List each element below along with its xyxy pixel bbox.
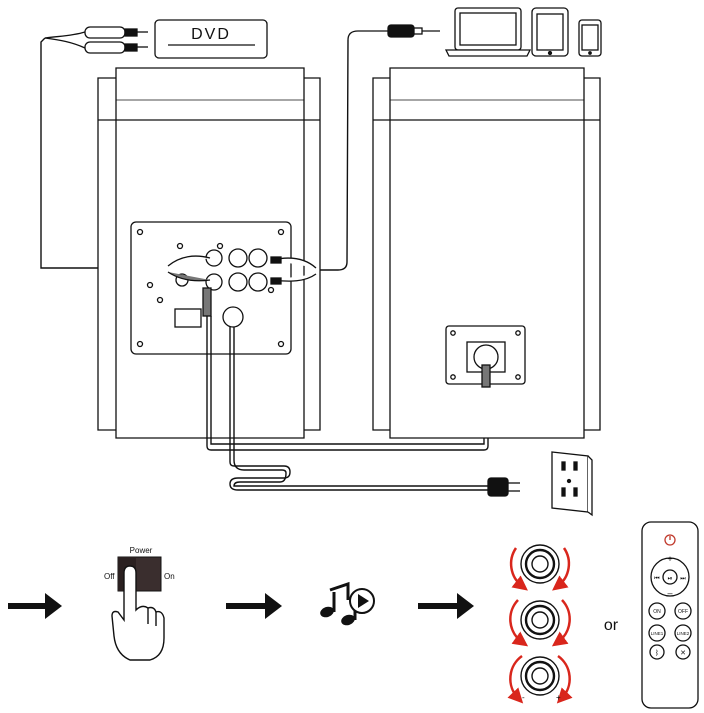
music-play-icon <box>320 581 375 626</box>
power-switch-off: Off <box>104 572 115 581</box>
mute-icon <box>675 644 691 660</box>
remote-off-button: OFF <box>678 609 688 615</box>
aux-plug-source <box>347 24 440 41</box>
left-rear-panel <box>130 221 317 355</box>
wall-outlet <box>551 451 593 517</box>
svg-text:–: – <box>667 588 672 598</box>
step-arrow-3 <box>418 593 474 619</box>
svg-text:ᛒ: ᛒ <box>655 649 659 657</box>
remote-control: + – ⏮ ⏭ ⏯ ᛒ ✕ ON OFF LINE1 LINE2 <box>641 521 699 709</box>
laptop-icon <box>444 7 532 57</box>
power-switch: Power Off On <box>104 546 175 592</box>
rca-plugs-source <box>44 26 148 54</box>
power-switch-on: On <box>164 572 175 581</box>
aux-cable <box>316 39 349 271</box>
step-arrow-2 <box>226 593 282 619</box>
hand-icon <box>111 565 165 661</box>
svg-text:⏭: ⏭ <box>680 576 686 582</box>
dvd-label: DVD <box>191 26 231 43</box>
right-rear-panel <box>445 325 526 388</box>
svg-text:⏮: ⏮ <box>654 576 660 582</box>
or-label: or <box>604 617 619 634</box>
tablet-icon <box>531 7 569 57</box>
volume-knob-2 <box>509 599 571 647</box>
remote-line1-button: LINE1 <box>651 631 664 636</box>
knob-plus-label: + <box>556 693 561 702</box>
phone-icon <box>578 19 602 57</box>
svg-text:+: + <box>667 554 672 564</box>
right-speaker <box>372 67 601 439</box>
svg-text:⏯: ⏯ <box>668 576 673 582</box>
svg-text:✕: ✕ <box>680 650 686 657</box>
dvd-player: DVD <box>154 19 268 59</box>
volume-knob-3: - + <box>507 654 573 704</box>
bluetooth-icon <box>649 644 665 660</box>
speaker-link-cable <box>206 316 489 451</box>
step-arrow-1 <box>8 593 62 619</box>
remote-on-button: ON <box>653 609 661 615</box>
power-plug <box>487 477 520 497</box>
remote-line2-button: LINE2 <box>677 631 690 636</box>
power-cable <box>229 327 488 491</box>
power-switch-title: Power <box>130 546 153 555</box>
volume-knob-1 <box>509 544 571 591</box>
knob-minus-label: - <box>522 693 525 702</box>
